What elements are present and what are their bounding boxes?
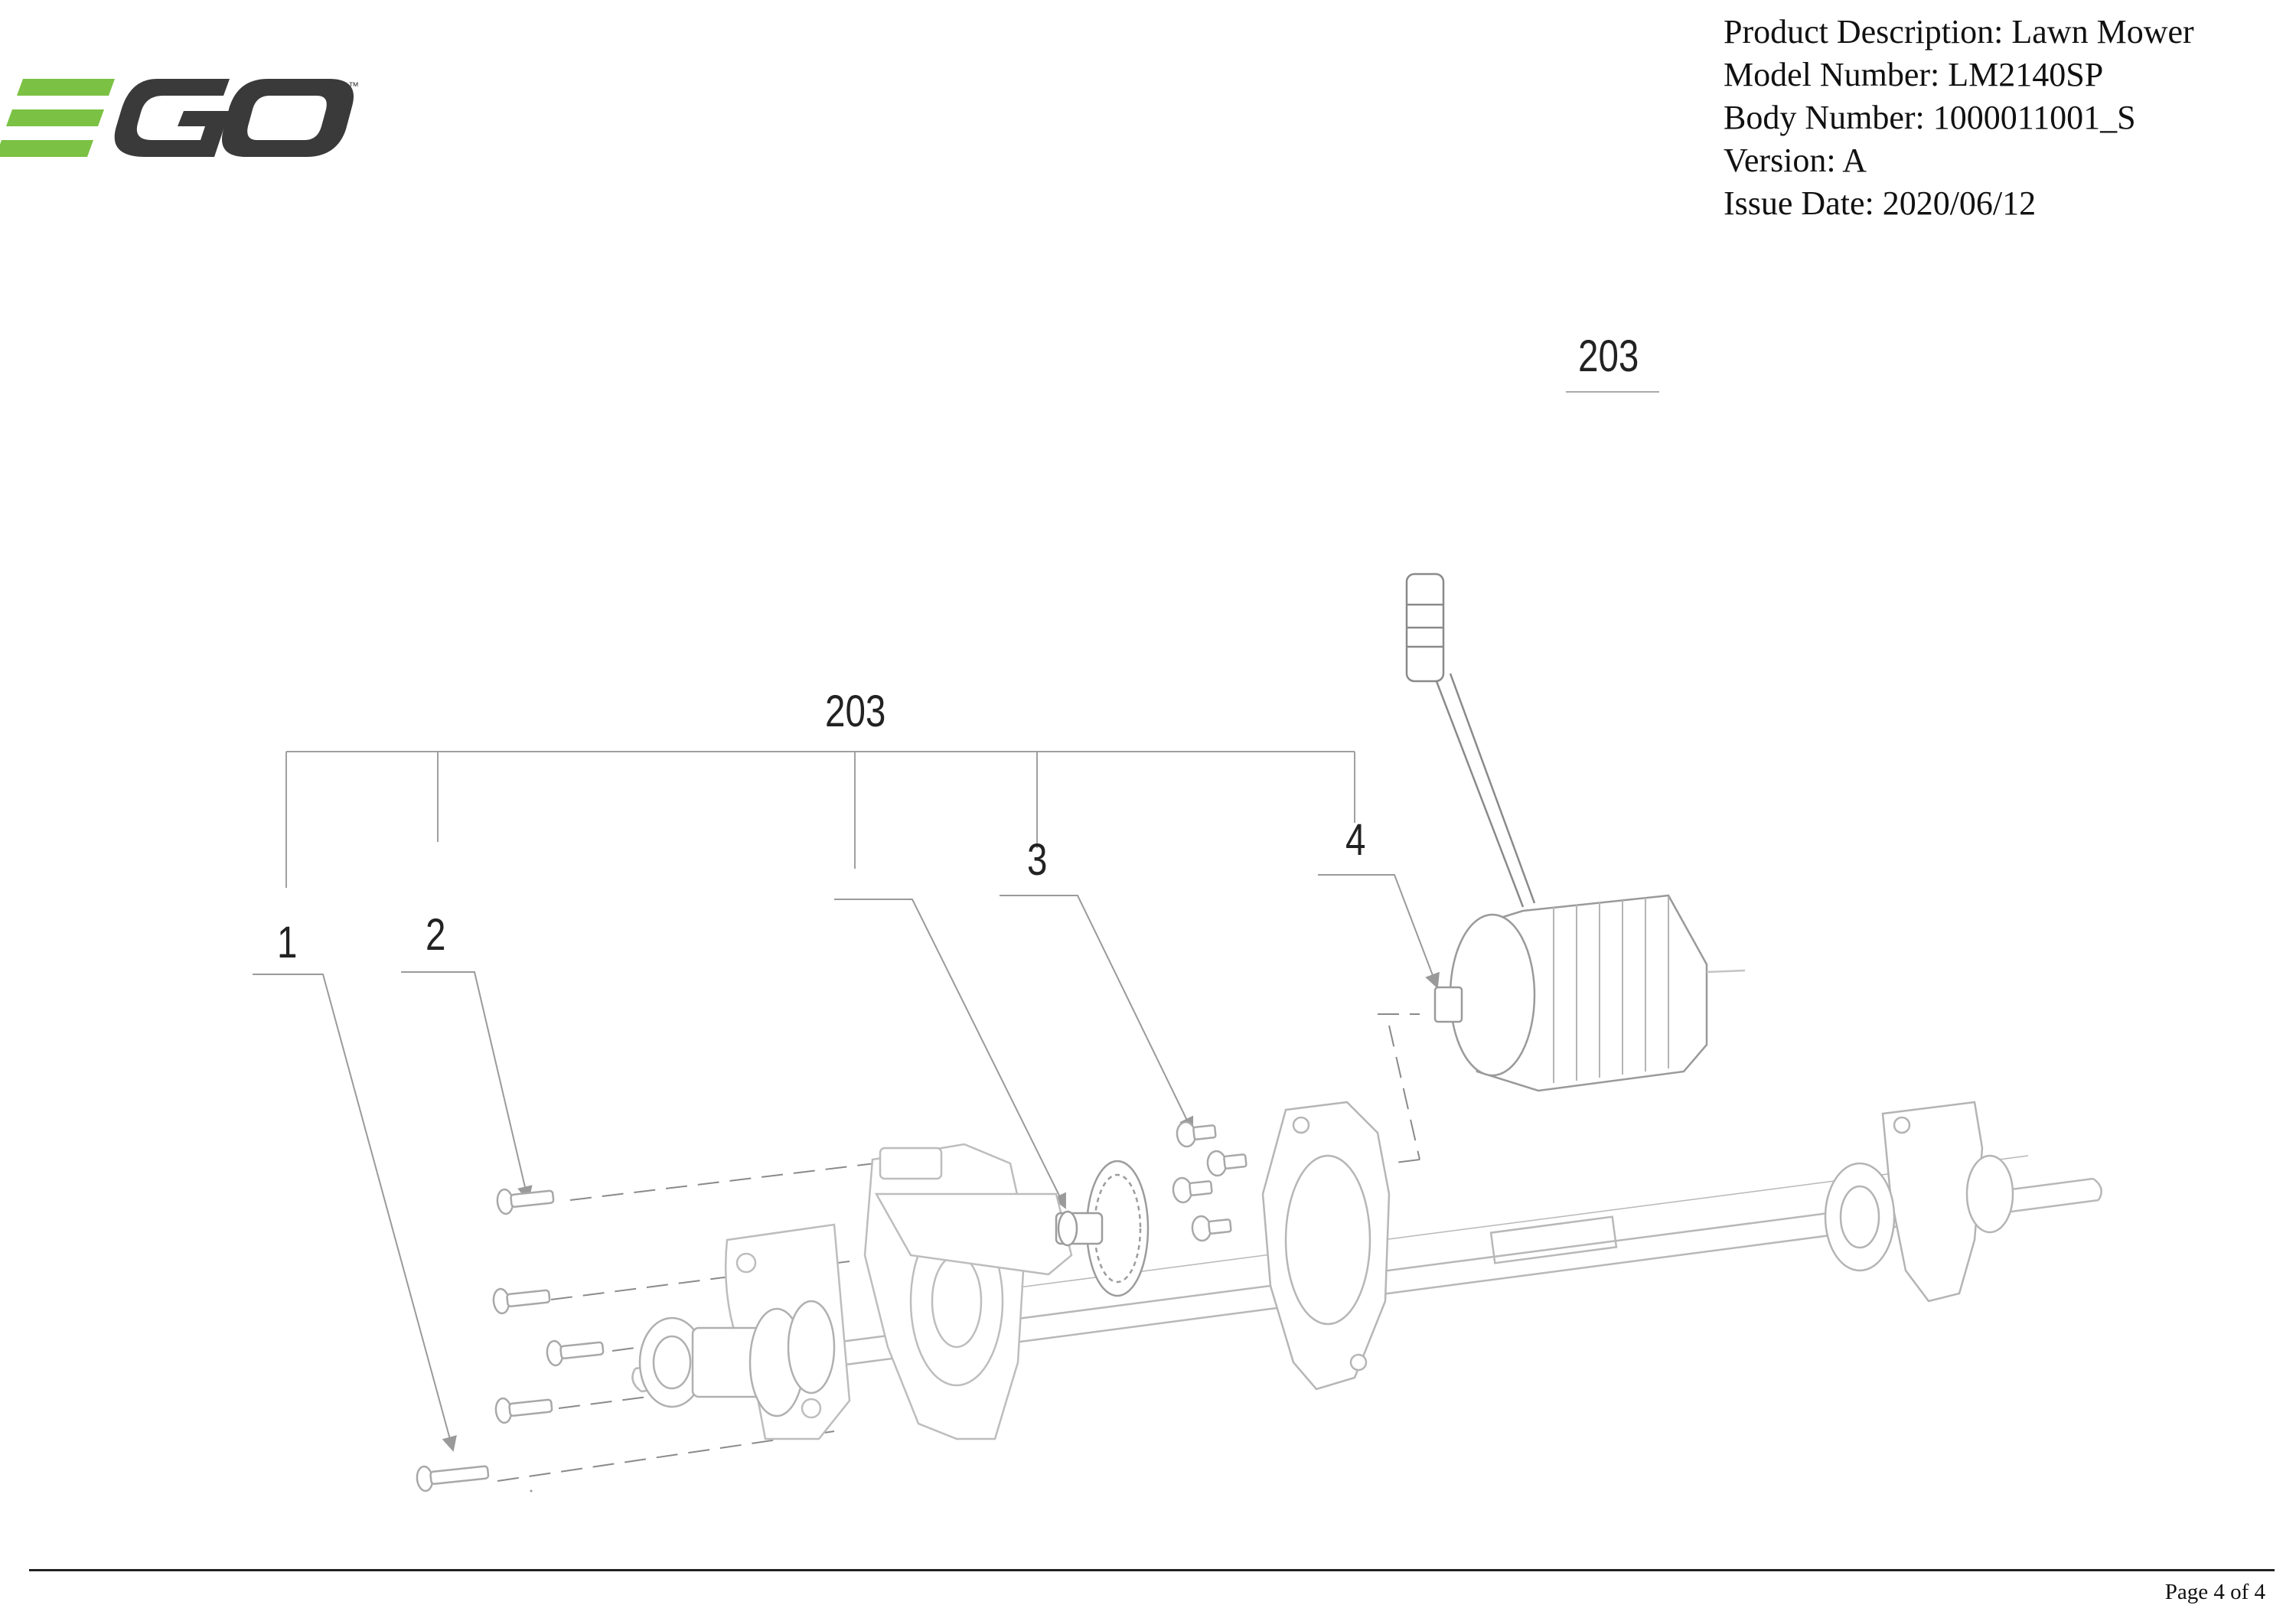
leader-1 — [253, 974, 457, 1452]
document-info: Product Description: Lawn Mower Model Nu… — [1724, 11, 2194, 225]
screws-left — [416, 1188, 605, 1492]
group-bracket — [285, 751, 1355, 888]
stray-mark — [530, 1489, 533, 1492]
motor-cable — [1405, 573, 1536, 908]
page-number: Page 4 of 4 — [2164, 1580, 2265, 1604]
product-description: Product Description: Lawn Mower — [1724, 13, 2194, 51]
right-bracket — [1824, 1101, 2014, 1303]
motor-fins — [1553, 897, 1669, 1083]
leader-gear — [834, 899, 1066, 1209]
callout-1: 1 — [277, 918, 298, 967]
model-number: Model Number: LM2140SP — [1724, 56, 2104, 93]
left-clutch-pinion — [638, 1300, 836, 1417]
leader-3 — [1000, 895, 1194, 1133]
assembly-label-group: 203 — [825, 687, 886, 736]
motor — [1433, 894, 1746, 1092]
callout-4: 4 — [1345, 815, 1366, 865]
body-number: Body Number: 1000011001_S — [1724, 99, 2136, 136]
leader-2 — [401, 971, 533, 1202]
gearbox-housing — [863, 1143, 1073, 1440]
screws-group-3 — [1172, 1121, 1247, 1242]
issue-date: Issue Date: 2020/06/12 — [1724, 184, 2037, 222]
version: Version: A — [1724, 142, 1867, 179]
logo-trademark: ™ — [348, 80, 359, 92]
logo-e-bars — [0, 79, 115, 157]
footer-rule — [29, 1569, 2275, 1571]
leader-lines — [253, 874, 1440, 1452]
leader-4 — [1318, 874, 1440, 989]
gearbox-cover — [1261, 1101, 1391, 1391]
gear-assembly — [1055, 1160, 1150, 1297]
callout-2: 2 — [426, 910, 446, 960]
ego-logo: ™ — [0, 79, 359, 157]
assembly-label-top: 203 — [1578, 331, 1639, 381]
logo-go-letters — [114, 79, 354, 157]
callout-3: 3 — [1027, 835, 1048, 885]
